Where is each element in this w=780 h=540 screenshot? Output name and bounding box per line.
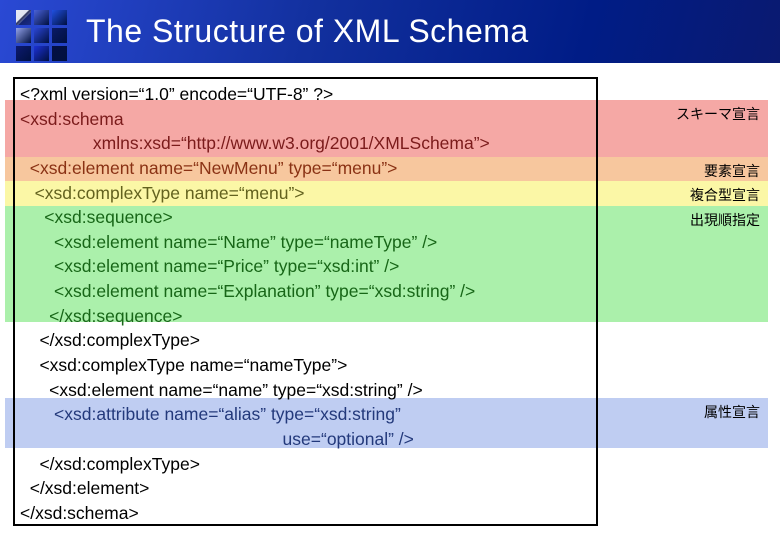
logo-cell-7 xyxy=(34,46,49,61)
annotation-label-element-declaration: 要素宣言 xyxy=(704,164,760,180)
code-line: <xsd:element name=“name” type=“xsd:strin… xyxy=(20,379,423,400)
code-line: <xsd:schema xyxy=(20,108,124,129)
code-line: <xsd:attribute name=“alias” type=“xsd:st… xyxy=(20,404,401,425)
code-line: </xsd:complexType> xyxy=(20,453,200,474)
annotation-label-attribute-declaration: 属性宣言 xyxy=(704,405,760,421)
band-schema-declaration: スキーマ宣言 xyxy=(5,100,768,157)
band-occurrence-order: 出現順指定 xyxy=(5,206,768,322)
grid-logo-icon xyxy=(16,10,67,61)
code-line: <xsd:element name=“NewMenu” type=“menu”> xyxy=(20,157,398,178)
code-box xyxy=(13,77,598,526)
code-line: xmlns:xsd=“http://www.w3.org/2001/XMLSch… xyxy=(20,133,490,154)
logo-cell-8 xyxy=(52,46,67,61)
code-line: <xsd:complexType name=“nameType”> xyxy=(20,355,348,376)
code-line: <?xml version=“1.0” encode=“UTF-8” ?> xyxy=(20,84,334,104)
code-block: <?xml version=“1.0” encode=“UTF-8” ?> <xs… xyxy=(20,82,760,526)
code-line: <xsd:element name=“Price” type=“xsd:int”… xyxy=(20,256,400,277)
code-line: <xsd:element name=“Name” type=“nameType”… xyxy=(20,231,438,252)
logo-cell-2 xyxy=(52,10,67,25)
band-element-declaration: 要素宣言 xyxy=(5,157,768,181)
title-bar: The Structure of XML Schema xyxy=(0,0,780,63)
logo-cell-1 xyxy=(34,10,49,25)
annotation-label-occurrence-order: 出現順指定 xyxy=(690,213,760,229)
logo-cell-6 xyxy=(16,46,31,61)
code-line: </xsd:sequence> xyxy=(20,305,183,326)
logo-cell-0 xyxy=(16,10,31,25)
logo-cell-4 xyxy=(34,28,49,43)
code-line: <xsd:sequence> xyxy=(20,207,173,228)
band-complextype-declaration: 複合型宣言 xyxy=(5,181,768,206)
code-line: <xsd:complexType name=“menu”> xyxy=(20,182,305,203)
slide-title: The Structure of XML Schema xyxy=(86,13,529,49)
logo-cell-5 xyxy=(52,28,67,43)
logo-cell-3 xyxy=(16,28,31,43)
code-line: use=“optional” /> xyxy=(20,428,414,449)
annotation-label-schema-declaration: スキーマ宣言 xyxy=(676,107,760,123)
code-line: </xsd:complexType> xyxy=(20,330,200,351)
code-line: <xsd:element name=“Explanation” type=“xs… xyxy=(20,281,476,302)
annotation-label-complextype-declaration: 複合型宣言 xyxy=(690,188,760,204)
band-attribute-declaration: 属性宣言 xyxy=(5,398,768,448)
code-line: </xsd:schema> xyxy=(20,502,139,523)
code-line: </xsd:element> xyxy=(20,478,150,499)
